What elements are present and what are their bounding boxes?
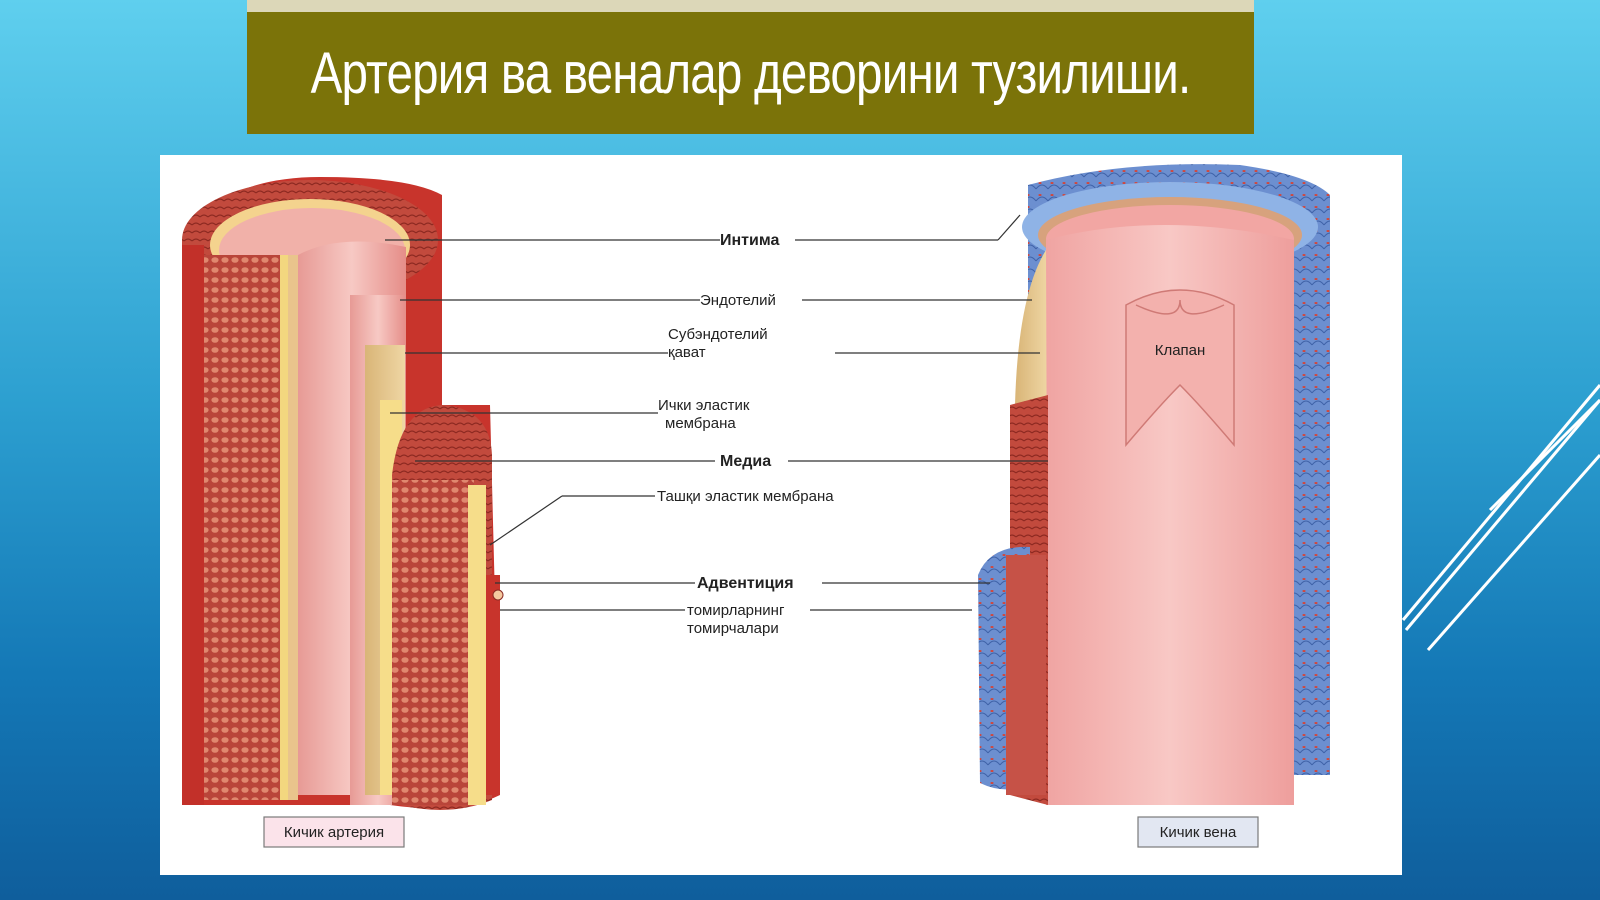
artery-illustration xyxy=(182,177,504,810)
caption-artery: Кичик артерия xyxy=(263,816,405,848)
deco-line-3 xyxy=(1426,454,1600,651)
title-top-strip xyxy=(247,0,1254,12)
diagram-panel: Интима Эндотелий Субэндотелий қават Ички… xyxy=(160,155,1402,875)
vein-valve xyxy=(1125,289,1235,448)
label-outer-elastic: Ташқи эластик мембрана xyxy=(657,488,834,505)
deco-line-2 xyxy=(1404,399,1600,631)
label-inner-elastic-2: мембрана xyxy=(665,415,736,432)
label-endothelium: Эндотелий xyxy=(700,292,776,309)
label-intima: Интима xyxy=(720,232,779,249)
leader-lines xyxy=(385,214,1048,611)
caption-vein-text: Кичик вена xyxy=(1160,824,1237,841)
deco-line-1 xyxy=(1401,384,1600,621)
slide-title: Артерия ва веналар деворини тузилиши. xyxy=(310,40,1192,106)
vessel-diagram: Интима Эндотелий Субэндотелий қават Ички… xyxy=(182,164,1330,848)
label-vasa-2: томирчалари xyxy=(687,620,779,637)
label-subendothelial-1: Субэндотелий xyxy=(668,326,768,343)
vein-illustration xyxy=(978,164,1330,805)
caption-artery-text: Кичик артерия xyxy=(284,824,384,841)
artery-vasa-vasorum xyxy=(492,589,504,601)
caption-vein: Кичик вена xyxy=(1137,816,1259,848)
label-subendothelial-2: қават xyxy=(668,344,706,361)
decorative-lines xyxy=(1401,384,1600,651)
label-inner-elastic-1: Ички эластик xyxy=(658,397,750,414)
artery-media xyxy=(202,255,280,800)
label-adventitia: Адвентиция xyxy=(697,575,794,592)
label-media: Медиа xyxy=(720,453,771,470)
title-bar: Артерия ва веналар деворини тузилиши. xyxy=(247,12,1254,134)
label-vasa-1: томирларнинг xyxy=(687,602,785,619)
label-valve: Клапан xyxy=(1155,342,1206,359)
deco-line-4 xyxy=(1488,398,1600,512)
